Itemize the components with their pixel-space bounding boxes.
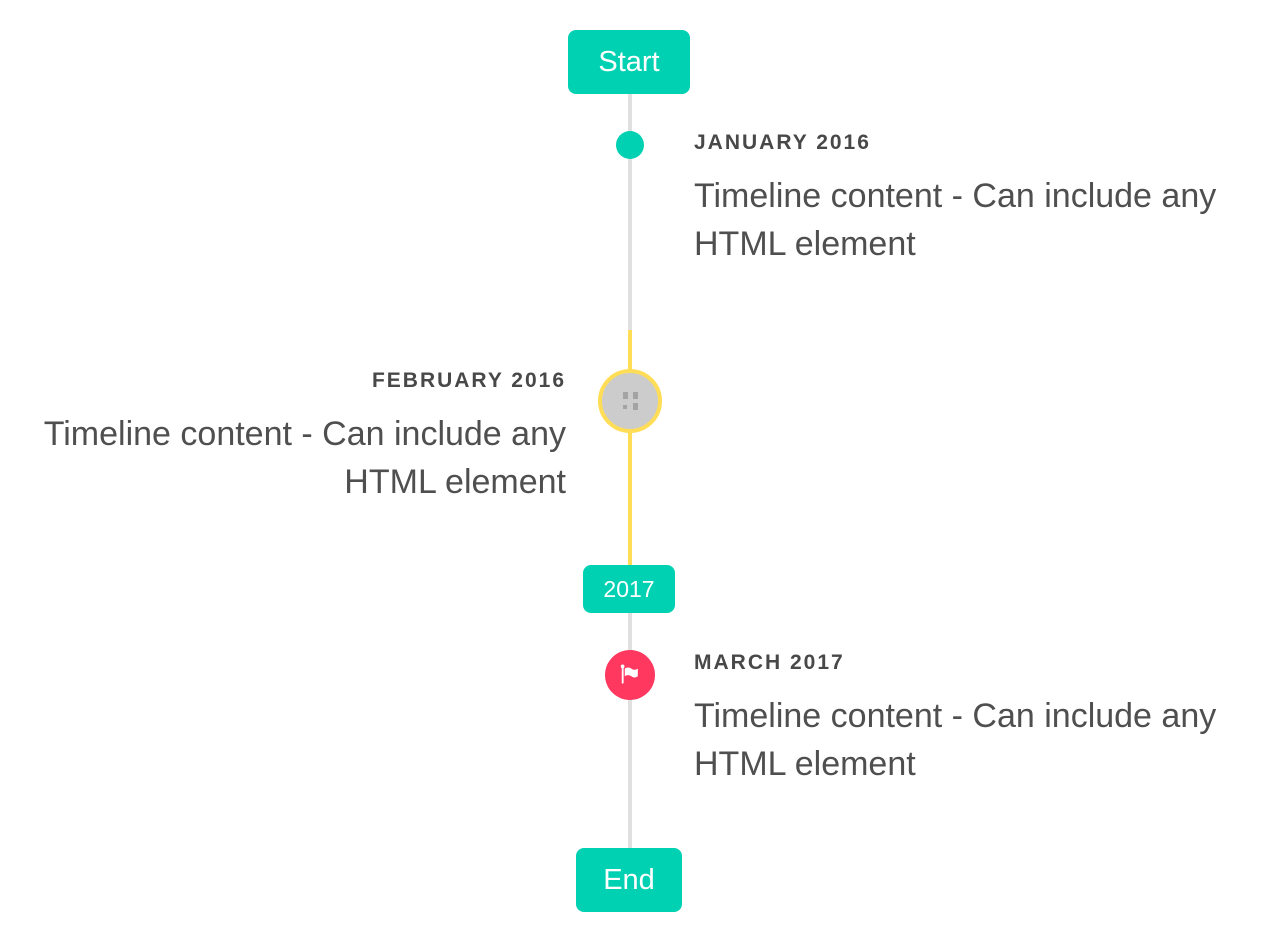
timeline-item-march-2017: MARCH 2017 Timeline content - Can includ…	[694, 650, 1234, 788]
timeline-item-february-2016: FEBRUARY 2016 Timeline content - Can inc…	[26, 368, 566, 506]
item-title: JANUARY 2016	[694, 131, 871, 154]
item-content: Timeline content - Can include any HTML …	[694, 177, 1217, 263]
timeline-marker-dot[interactable]	[616, 131, 644, 159]
broken-image-icon	[622, 392, 638, 410]
year-badge[interactable]: 2017	[583, 565, 675, 613]
item-title: MARCH 2017	[694, 651, 845, 674]
item-content: Timeline content - Can include any HTML …	[43, 415, 566, 501]
flag-icon	[620, 664, 638, 684]
item-content: Timeline content - Can include any HTML …	[694, 697, 1217, 783]
timeline-line-highlight-segment	[628, 330, 632, 570]
timeline-item-january-2016: JANUARY 2016 Timeline content - Can incl…	[694, 130, 1234, 268]
timeline-marker-highlighted[interactable]	[598, 369, 662, 433]
item-title: FEBRUARY 2016	[371, 369, 566, 392]
start-badge[interactable]: Start	[568, 30, 690, 94]
end-badge[interactable]: End	[576, 848, 682, 912]
timeline-marker-flag[interactable]	[605, 650, 655, 700]
